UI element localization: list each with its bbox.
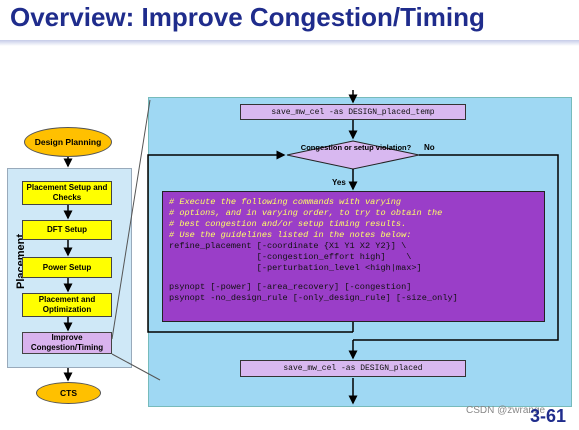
step-placement-setup: Placement Setup and Checks [22, 181, 112, 205]
title-underline [0, 40, 579, 46]
step-label: Power Setup [42, 262, 92, 272]
step-placement-optimization: Placement and Optimization [22, 293, 112, 317]
save-temp-command: save_mw_cel -as DESIGN_placed_temp [240, 104, 466, 120]
comment-line: # Execute the following commands with va… [169, 197, 402, 207]
step-label: Improve Congestion/Timing [30, 333, 104, 352]
cts-label: CTS [60, 388, 77, 398]
no-path [353, 154, 559, 341]
code-line: [-perturbation_level <high|max>] [169, 263, 422, 273]
code-line: psynopt -no_design_rule [-only_design_ru… [169, 293, 458, 303]
step-improve-congestion: Improve Congestion/Timing [22, 332, 112, 354]
design-planning-label: Design Planning [34, 137, 102, 147]
comment-line: # Use the guidelines listed in the notes… [169, 230, 412, 240]
design-planning-node: Design Planning [24, 127, 112, 157]
zoom-line [111, 99, 151, 340]
page-number: 3-61 [530, 406, 567, 426]
step-dft-setup: DFT Setup [22, 220, 112, 240]
comment-line: # best congestion and/or setup timing re… [169, 219, 407, 229]
step-label: Placement Setup and Checks [26, 183, 108, 202]
step-label: Placement and Optimization [38, 295, 96, 314]
save-temp-text: save_mw_cel -as DESIGN_placed_temp [271, 107, 435, 117]
code-line: refine_placement [-coordinate {X1 Y1 X2 … [169, 241, 407, 251]
yes-label: Yes [332, 178, 346, 187]
step-label: DFT Setup [47, 225, 87, 234]
save-final-command: save_mw_cel -as DESIGN_placed [240, 360, 466, 377]
watermark: CSDN @zwrange [466, 405, 546, 416]
zoom-line [111, 353, 161, 381]
save-final-text: save_mw_cel -as DESIGN_placed [283, 364, 423, 373]
step-power-setup: Power Setup [22, 257, 112, 278]
decision-label: Congestion or setup violation? [300, 143, 412, 152]
no-label: No [424, 143, 435, 152]
comment-line: # options, and in varying order, to try … [169, 208, 443, 218]
page-title: Overview: Improve Congestion/Timing [10, 2, 485, 32]
cts-node: CTS [36, 382, 101, 404]
loop-back-path [147, 150, 353, 333]
code-line [169, 274, 538, 282]
code-line: [-congestion_effort high] \ [169, 252, 412, 262]
code-line: psynopt [-power] [-area_recovery] [-cong… [169, 282, 412, 292]
command-block: # Execute the following commands with va… [162, 191, 545, 322]
